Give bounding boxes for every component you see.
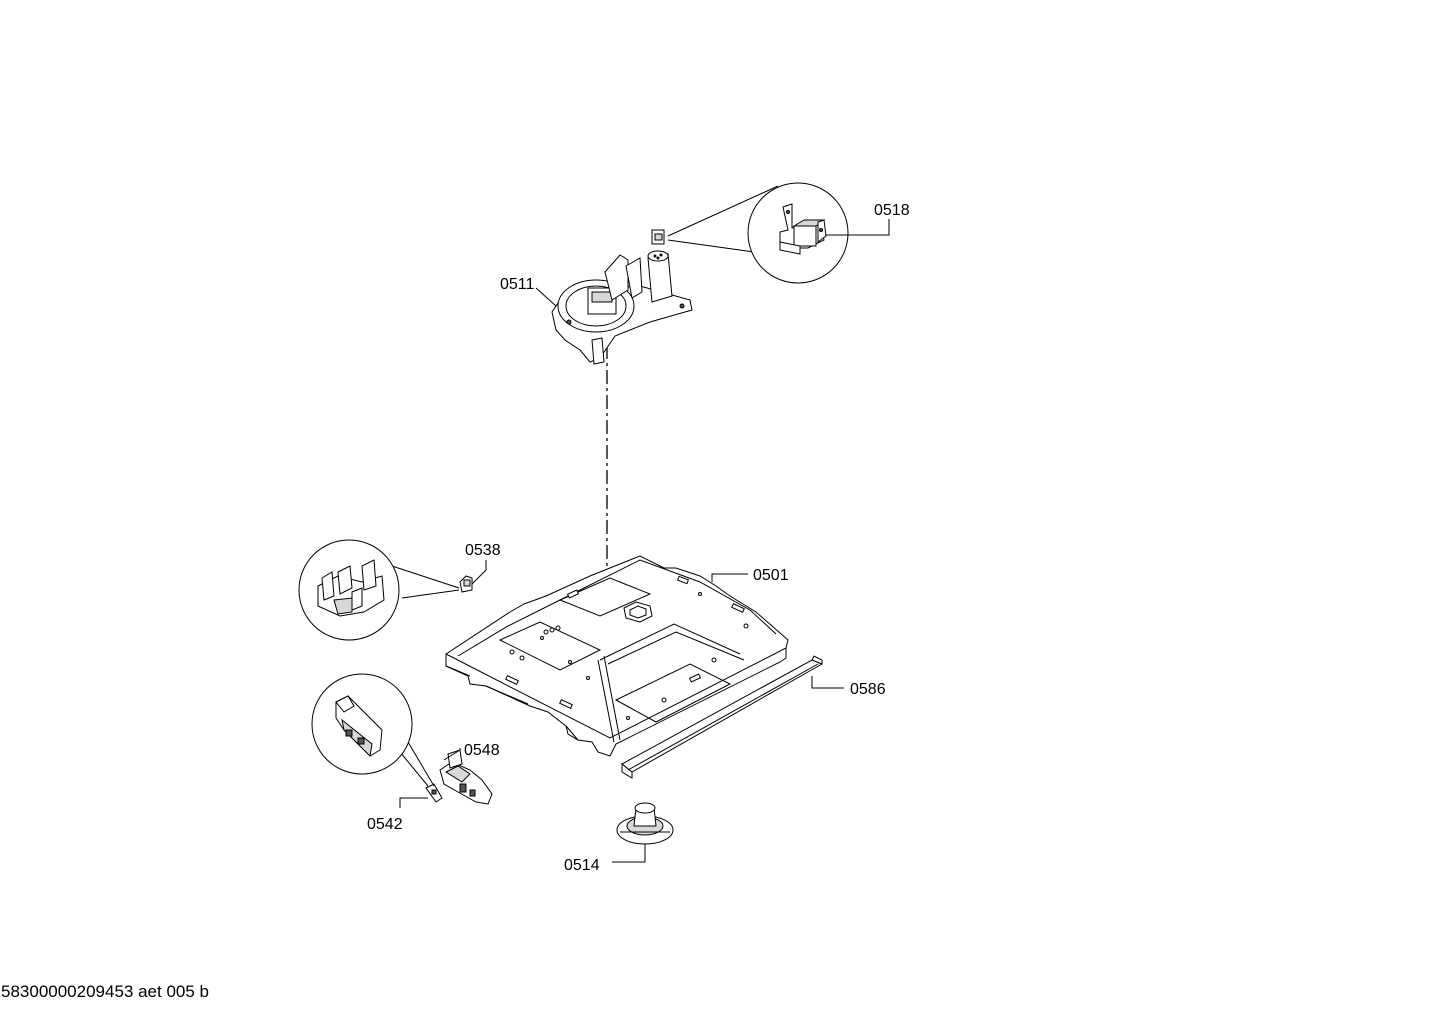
magnifier-0542 (311, 673, 413, 775)
magnifier-line-0538a (391, 565, 460, 589)
magnifier-line-0542b (407, 741, 435, 787)
document-id-footer: 58300000209453 aet 005 b (1, 982, 209, 1001)
part-0501-base-plate[interactable] (445, 555, 789, 757)
leader-0501 (711, 573, 748, 582)
part-0511-fan-assembly[interactable] (551, 250, 693, 365)
part-0542-small[interactable] (425, 783, 443, 803)
part-0548-door-switch[interactable] (439, 749, 493, 805)
leader-0538 (471, 560, 487, 585)
label-0518[interactable]: 0518 (874, 202, 910, 219)
leader-0542 (399, 797, 428, 808)
magnifier-line-0542a (399, 751, 429, 787)
label-0586[interactable]: 0586 (850, 681, 886, 698)
leader-0518 (826, 219, 890, 236)
magnifier-line-0518b (667, 239, 755, 253)
leader-0511 (535, 287, 557, 307)
part-0518-small[interactable] (651, 229, 665, 245)
leader-0514 (612, 844, 646, 863)
magnifier-line-0538b (401, 589, 460, 599)
label-0511[interactable]: 0511 (500, 276, 535, 293)
label-0548[interactable]: 0548 (464, 742, 500, 759)
part-0586-front-rail[interactable] (621, 655, 824, 779)
label-0542[interactable]: 0542 (367, 816, 403, 833)
part-0514-foot[interactable] (616, 802, 674, 845)
magnifier-0518 (747, 182, 849, 284)
leader-0548 (443, 748, 461, 761)
magnifier-0538 (298, 539, 400, 641)
leader-0586 (811, 676, 844, 689)
label-0514[interactable]: 0514 (564, 857, 600, 874)
part-0538-small[interactable] (459, 575, 473, 593)
label-0538[interactable]: 0538 (465, 542, 501, 559)
label-0501[interactable]: 0501 (753, 567, 789, 584)
magnifier-line-0518a (667, 185, 779, 237)
